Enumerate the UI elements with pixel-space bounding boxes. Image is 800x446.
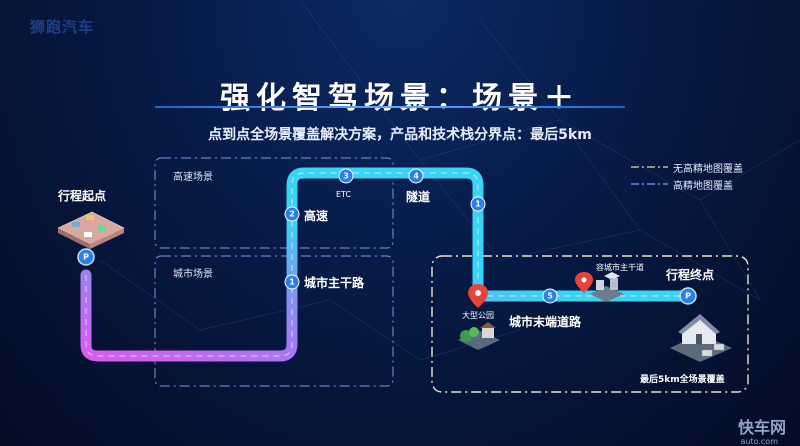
watermark-sub: auto.com	[740, 437, 779, 446]
pin-label-park: 大型公园	[462, 311, 494, 320]
arterial-pin-icon	[575, 272, 593, 293]
node-label-highway: 高速	[304, 209, 329, 223]
trip-start-label: 行程起点	[58, 189, 107, 203]
urban-zone-box	[154, 255, 394, 387]
highway-zone-label: 高速场景	[173, 172, 213, 183]
end-parking-node: P	[679, 287, 697, 305]
brand-logo: 狮跑汽车	[30, 18, 95, 36]
node-label-end-road: 城市末端道路	[509, 315, 582, 329]
node-number: 1	[475, 200, 481, 209]
end-parking-symbol: P	[685, 292, 691, 301]
page-subtitle: 点到点全场景覆盖解决方案，产品和技术栈分界点：最后5km	[208, 127, 592, 143]
node-label-etc: ETC	[336, 190, 352, 199]
start-parking-lot-illustration	[57, 211, 125, 249]
urban-zone-label: 城市场景	[173, 269, 213, 280]
park-pin-icon	[468, 284, 488, 308]
pin-label-arterial: 容城市主干道	[596, 263, 644, 272]
start-parking-node: P	[77, 248, 95, 266]
node-label-urban-arterial: 城市主干路	[304, 276, 365, 290]
legend-no-hdmap-label: 无高精地图覆盖	[673, 164, 743, 175]
title-underline	[155, 106, 625, 108]
destination-house-illustration	[670, 314, 732, 362]
route-node-1-urban: 1	[284, 274, 300, 290]
route-node-2-highway: 2	[284, 206, 300, 222]
highway-zone-box	[154, 157, 394, 249]
node-number: 4	[413, 172, 419, 181]
park-illustration	[458, 322, 500, 350]
trip-end-label: 行程终点	[666, 268, 715, 282]
page-title: 强化智驾场景：场景＋	[220, 81, 580, 116]
node-label-tunnel: 隧道	[406, 190, 431, 204]
route-node-4-tunnel: 4	[408, 168, 424, 184]
start-parking-symbol: P	[83, 253, 89, 262]
node-number: 5	[547, 292, 553, 301]
watermark: 快车网	[737, 418, 786, 437]
city-buildings-illustration	[590, 272, 624, 302]
node-number: 1	[289, 278, 295, 287]
route-centerline	[85, 172, 688, 357]
node-number: 3	[343, 172, 349, 181]
legend-hdmap-label: 高精地图覆盖	[673, 181, 733, 192]
last5km-zone-label: 最后5km全场景覆盖	[640, 375, 725, 385]
last5km-zone-box	[431, 255, 749, 393]
route-node-5-endroad: 5	[542, 288, 558, 304]
node-number: 2	[289, 210, 295, 219]
route-node-1-exit: 1	[470, 196, 486, 212]
route-node-3-etc: 3	[338, 168, 354, 184]
network-lines	[99, 0, 800, 361]
